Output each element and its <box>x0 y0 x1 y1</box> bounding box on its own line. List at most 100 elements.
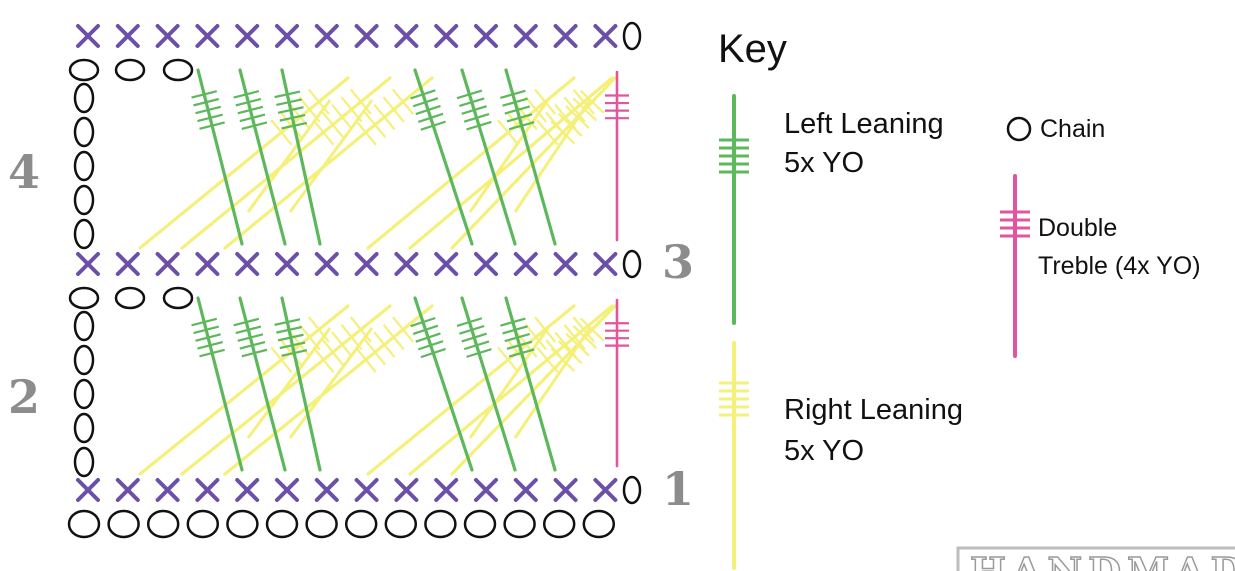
stitch-post <box>366 76 576 250</box>
stitch-post <box>238 296 287 472</box>
chain-stitch <box>73 116 95 148</box>
left-leaning-stitch <box>500 296 557 472</box>
yarn-over-mark <box>461 332 487 343</box>
yarn-over-mark <box>382 96 405 123</box>
yarn-over-mark <box>506 113 533 123</box>
yarn-over-mark <box>193 325 220 335</box>
stitch-post <box>366 304 576 476</box>
single-crochet <box>115 24 140 48</box>
sc-stroke <box>314 252 339 276</box>
yarn-over-mark <box>349 316 372 343</box>
yarn-over-mark <box>382 323 405 351</box>
sc-stroke <box>275 24 299 48</box>
chain-stitch <box>114 286 146 310</box>
yarn-over-mark <box>354 346 377 373</box>
sc-row-1 <box>76 475 642 505</box>
yarn-over-mark <box>312 119 335 146</box>
chain-icon <box>1006 116 1032 142</box>
right-leaning-yo-label: 5x YO <box>784 435 864 467</box>
single-crochet <box>434 252 459 276</box>
yarn-over-mark <box>508 121 535 131</box>
sc-stroke <box>354 252 379 276</box>
turning-chain <box>622 249 642 279</box>
yarn-over-mark <box>459 324 485 335</box>
yarn-over-mark <box>410 316 436 328</box>
yarn-over-mark <box>241 348 268 358</box>
sc-stroke <box>155 24 180 48</box>
stitch-post <box>460 68 517 246</box>
yarn-over-mark <box>331 104 354 131</box>
single-crochet <box>354 478 379 502</box>
chain-stitch <box>67 509 101 539</box>
left-leaning-label: Left Leaning <box>784 108 944 140</box>
sc-stroke <box>513 24 538 48</box>
single-crochet <box>314 24 339 48</box>
yarn-over-mark <box>239 340 266 350</box>
right-leaning-stitch <box>288 327 374 439</box>
yarn-over-mark <box>373 104 396 131</box>
yarn-over-mark <box>500 317 526 327</box>
yarn-over-mark <box>312 346 335 373</box>
yarn-over-mark <box>550 347 576 372</box>
single-crochet <box>195 252 220 276</box>
stitch-post <box>196 68 244 246</box>
left-leaning-stitch <box>191 68 244 246</box>
sc-stroke <box>314 478 339 502</box>
single-crochet <box>553 24 578 48</box>
chain-stitch <box>226 509 259 539</box>
sc-stroke <box>235 478 260 502</box>
left-leaning-stitch <box>233 68 287 246</box>
stitch-post <box>504 68 557 246</box>
sc-stroke <box>394 478 419 502</box>
yarn-over-mark <box>331 331 354 358</box>
chain-stitch <box>73 82 95 114</box>
single-crochet <box>275 478 299 502</box>
single-crochet <box>474 24 498 48</box>
yarn-over-mark <box>191 90 218 99</box>
single-crochet <box>474 252 498 276</box>
single-crochet <box>434 478 459 502</box>
yarn-over-mark <box>563 96 586 123</box>
yarn-over-mark <box>239 113 266 123</box>
yarn-over-mark <box>572 316 595 343</box>
single-crochet <box>235 478 260 502</box>
single-crochet <box>115 478 140 502</box>
chain-stitch <box>68 58 100 82</box>
stitch-post <box>460 296 517 472</box>
sc-stroke <box>155 252 180 276</box>
yarn-over-mark <box>279 341 306 350</box>
chain-stitch <box>73 344 95 376</box>
sc-stroke <box>434 252 459 276</box>
left-leaning-symbol <box>719 94 749 325</box>
chain-stitch <box>265 509 299 539</box>
chain-stitch <box>146 509 180 539</box>
sc-stroke <box>195 252 220 276</box>
yarn-over-mark <box>557 340 583 365</box>
yarn-over-mark <box>233 317 260 327</box>
chain-stitch <box>582 509 616 539</box>
stitch-post <box>180 76 392 250</box>
sc-stroke <box>513 478 538 502</box>
stitch-post <box>413 296 474 472</box>
right-leaning-stitch <box>246 327 332 439</box>
left-leaning-stitch <box>456 68 517 246</box>
yarn-over-mark <box>550 120 576 145</box>
sc-stroke <box>474 252 498 276</box>
chain-stitch <box>344 509 378 539</box>
stitch-post <box>413 68 474 246</box>
sc-stroke <box>434 24 459 48</box>
yarn-over-mark <box>279 111 302 138</box>
stitch-chart <box>67 21 642 539</box>
yarn-over-mark <box>307 316 330 343</box>
yarn-over-mark <box>506 340 533 350</box>
yarn-over-mark <box>195 333 221 342</box>
single-crochet <box>314 252 339 276</box>
sc-stroke <box>553 478 578 502</box>
single-crochet <box>394 24 419 48</box>
row-number-4: 4 <box>8 145 40 199</box>
sc-row-top <box>76 21 642 51</box>
yarn-over-mark <box>524 96 547 123</box>
single-crochet <box>474 478 498 502</box>
single-crochet <box>235 252 260 276</box>
yarn-over-mark <box>579 317 605 342</box>
